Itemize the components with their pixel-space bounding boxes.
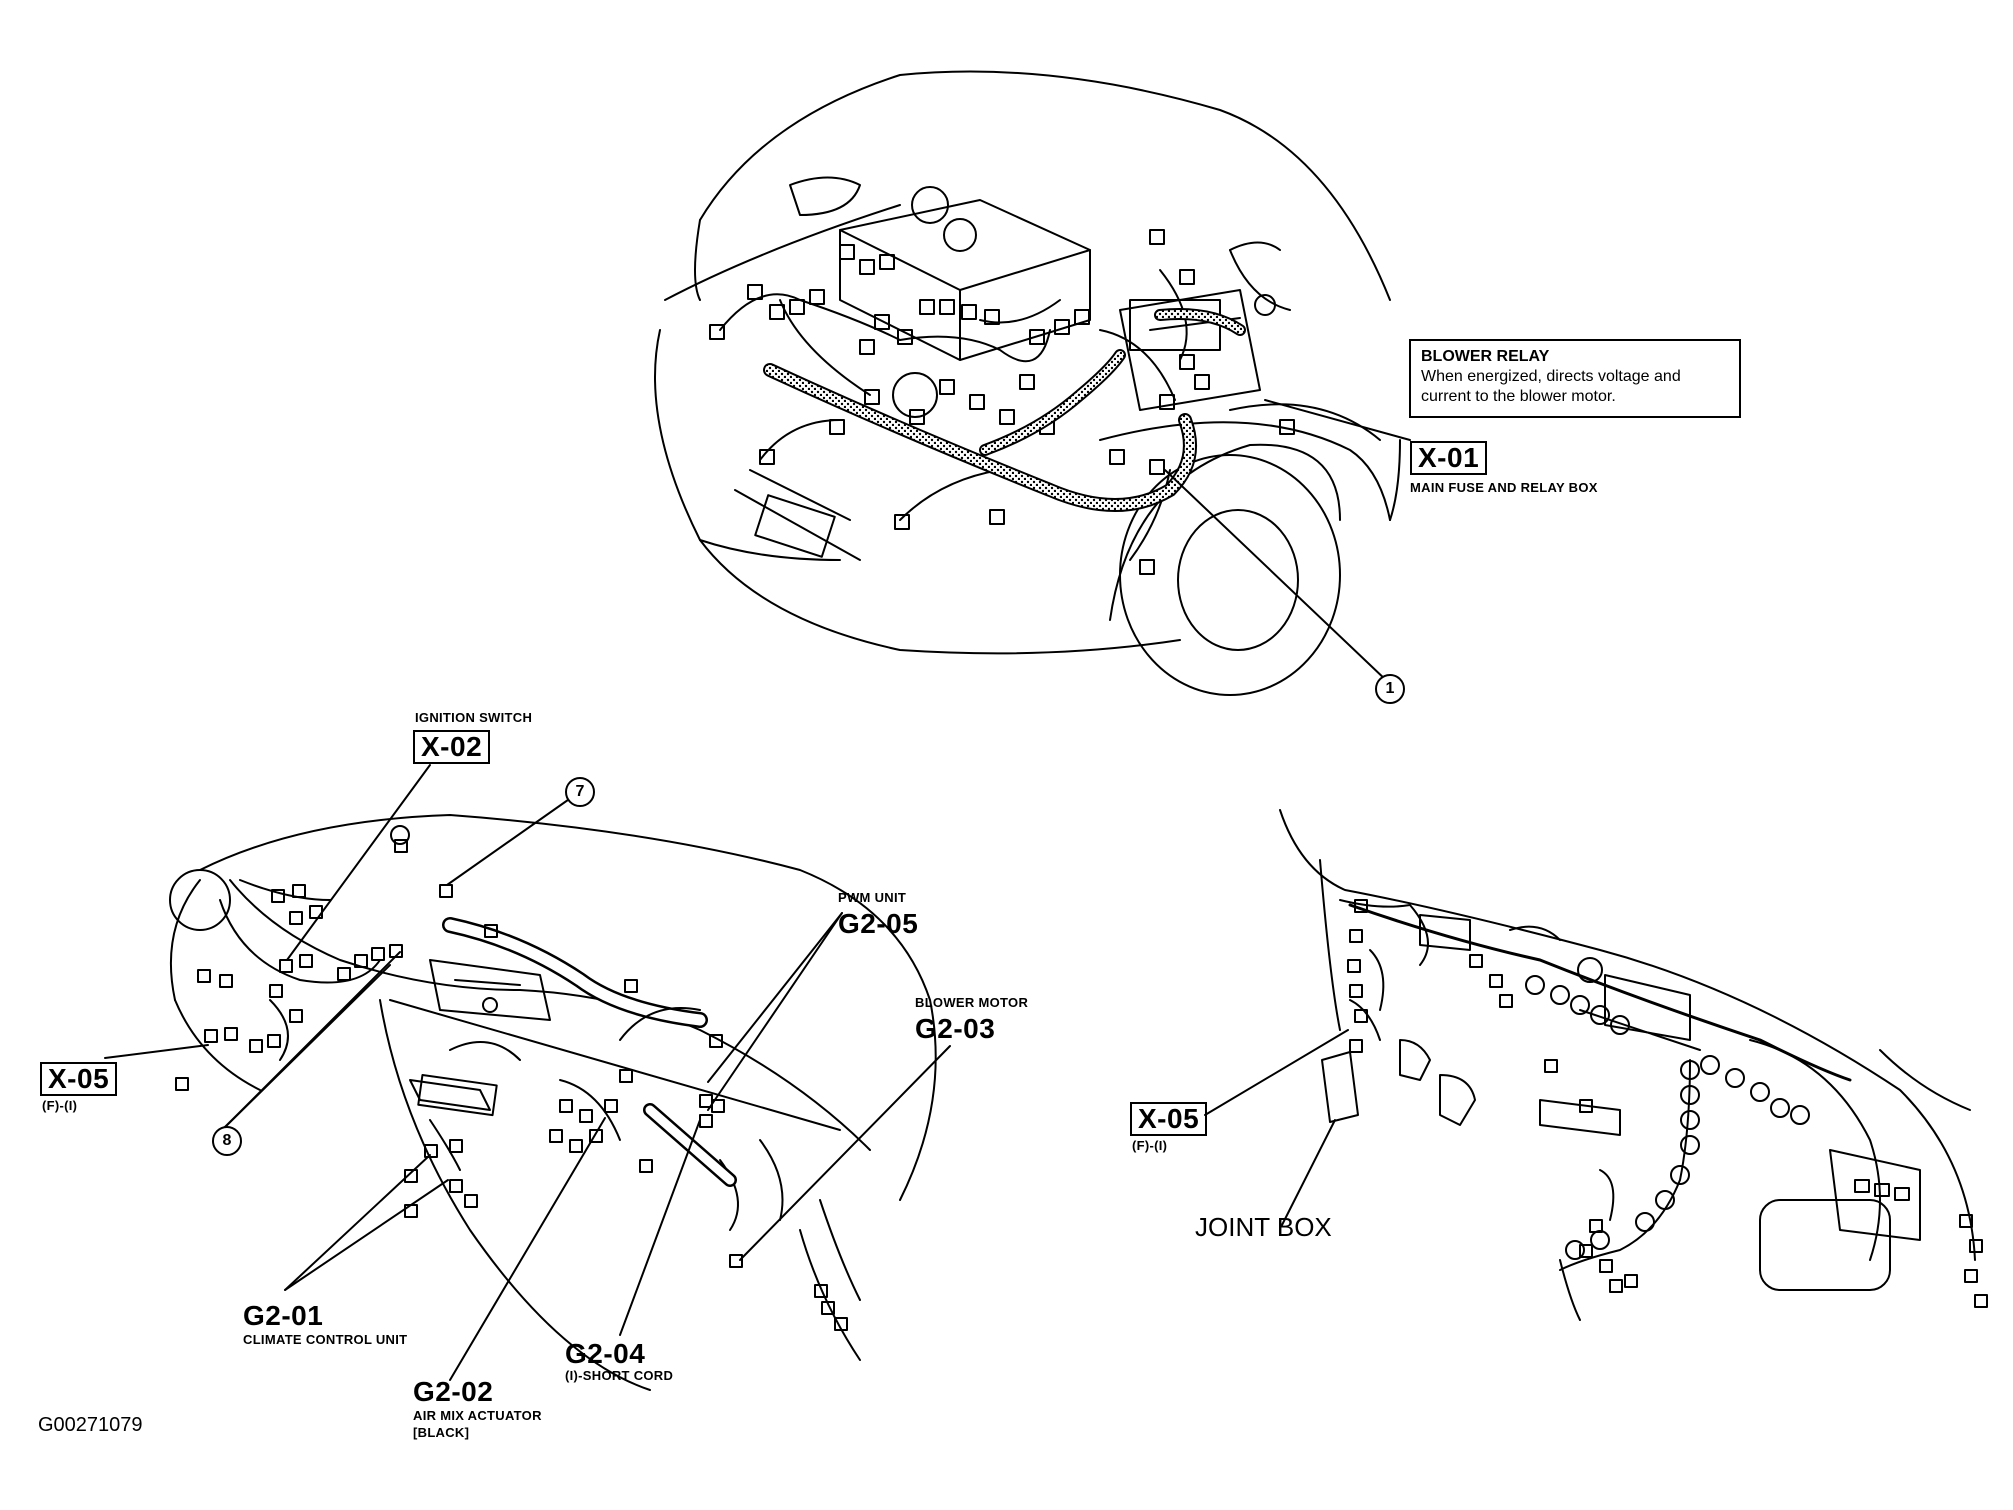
g202-description-line2: [BLACK] [413,1425,470,1440]
engine-bay-illustration [654,70,1411,696]
callout-7: 7 [565,777,595,807]
dashboard-left-illustration [104,764,951,1391]
g201-code-label: G2-01 [243,1300,324,1331]
blower-relay-info-box: BLOWER RELAY When energized, directs vol… [1409,339,1741,418]
g205-title: PWM UNIT [838,890,907,905]
callout-1: 1 [1375,674,1405,704]
x05-right-code-label: X-05 [1130,1102,1208,1136]
g203-title: BLOWER MOTOR [915,995,1029,1010]
x05-left-code-label: X-05 [40,1062,118,1096]
callout-8: 8 [212,1126,242,1156]
blower-relay-desc-line1: When energized, directs voltage and [1421,368,1681,385]
x01-code-label: X-01 [1410,441,1488,475]
g202-description-line1: AIR MIX ACTUATOR [413,1408,542,1423]
x01-description: MAIN FUSE AND RELAY BOX [1410,480,1598,495]
x05-right-sub: (F)-(I) [1132,1138,1168,1153]
g204-code-label: G2-04 [565,1338,646,1369]
figure-id: G00271079 [38,1414,143,1436]
blower-relay-desc-line2: current to the blower motor. [1421,388,1616,405]
g202-code-label: G2-02 [413,1376,494,1407]
g203-code-label: G2-03 [915,1013,996,1044]
x02-title: IGNITION SWITCH [415,710,533,725]
joint-box-label: JOINT BOX [1195,1212,1332,1242]
g205-code-label: G2-05 [838,908,919,939]
x05-left-sub: (F)-(I) [42,1098,78,1113]
x02-code-label: X-02 [413,730,491,764]
g204-description: (I)-SHORT CORD [565,1368,674,1383]
dashboard-right-illustration [1204,809,1988,1321]
g201-description: CLIMATE CONTROL UNIT [243,1332,408,1347]
blower-relay-title: BLOWER RELAY [1421,348,1550,365]
